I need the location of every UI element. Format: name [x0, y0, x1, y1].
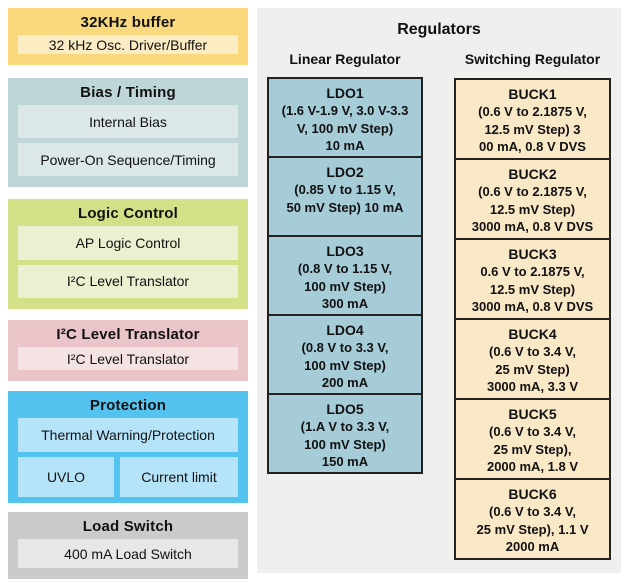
- regulator-specs: 0.6 V to 2.1875 V, 12.5 mV Step) 3000 mA…: [471, 264, 594, 314]
- regulator-block-buck1: BUCK1 (0.6 V to 2.1875 V, 12.5 mV Step) 3…: [454, 78, 611, 160]
- block-i2c-level-translator: I²C Level Translator: [18, 347, 238, 370]
- regulator-block-ldo4: LDO4 (0.8 V to 3.3 V, 100 mV Step) 200 mA: [267, 314, 423, 395]
- group-protection: Protection Thermal Warning/Protection UV…: [8, 391, 248, 503]
- regulator-name: LDO1: [326, 85, 364, 101]
- block-power-on-sequence: Power-On Sequence/Timing: [18, 143, 238, 176]
- regulator-specs: (0.8 V to 3.3 V, 100 mV Step) 200 mA: [301, 340, 389, 390]
- regulator-block-buck3: BUCK3 0.6 V to 2.1875 V, 12.5 mV Step) 30…: [454, 238, 611, 320]
- switching-regulator-header: Switching Regulator: [464, 51, 601, 67]
- regulator-block-ldo3: LDO3 (0.8 V to 1.15 V, 100 mV Step) 300 m…: [267, 235, 423, 316]
- switching-regulator-column: BUCK1 (0.6 V to 2.1875 V, 12.5 mV Step) 3…: [454, 78, 611, 560]
- block-current-limit: Current limit: [120, 457, 238, 497]
- regulator-name: BUCK3: [508, 246, 557, 262]
- block-ap-logic-control: AP Logic Control: [18, 226, 238, 260]
- regulator-name: LDO3: [326, 243, 364, 259]
- regulator-name: BUCK4: [508, 326, 557, 342]
- linear-regulator-header: Linear Regulator: [289, 51, 401, 67]
- regulator-name: LDO2: [326, 164, 364, 180]
- linear-regulator-column: LDO1 (1.6 V-1.9 V, 3.0 V-3.3 V, 100 mV St…: [267, 77, 423, 474]
- group-load-switch: Load Switch 400 mA Load Switch: [8, 512, 248, 579]
- regulator-specs: (1.6 V-1.9 V, 3.0 V-3.3 V, 100 mV Step) …: [281, 103, 409, 153]
- regulator-block-buck5: BUCK5 (0.6 V to 3.4 V, 25 mV Step), 2000 …: [454, 398, 611, 480]
- regulator-specs: (0.8 V to 1.15 V, 100 mV Step) 300 mA: [297, 261, 393, 311]
- group-title-bias-timing: Bias / Timing: [80, 84, 176, 101]
- group-title-32khz-buffer: 32KHz buffer: [80, 14, 176, 31]
- group-i2c-level-translator: I²C Level Translator I²C Level Translato…: [8, 320, 248, 381]
- regulator-name: LDO4: [326, 322, 364, 338]
- regulator-name: BUCK2: [508, 166, 557, 182]
- group-title-protection: Protection: [89, 397, 167, 414]
- regulator-specs: (0.6 V to 2.1875 V, 12.5 mV Step) 3000 m…: [471, 184, 594, 234]
- group-title-i2c-level-translator: I²C Level Translator: [56, 326, 200, 343]
- group-32khz-buffer: 32KHz buffer 32 kHz Osc. Driver/Buffer: [8, 8, 248, 65]
- regulator-specs: (0.6 V to 3.4 V, 25 mV Step), 2000 mA, 1…: [486, 424, 579, 474]
- regulator-block-buck2: BUCK2 (0.6 V to 2.1875 V, 12.5 mV Step) 3…: [454, 158, 611, 240]
- block-400ma-load-switch: 400 mA Load Switch: [18, 539, 238, 568]
- block-internal-bias: Internal Bias: [18, 105, 238, 138]
- regulator-block-ldo1: LDO1 (1.6 V-1.9 V, 3.0 V-3.3 V, 100 mV St…: [267, 77, 423, 158]
- regulator-specs: (0.85 V to 1.15 V, 50 mV Step) 10 mA: [286, 182, 404, 215]
- group-title-logic-control: Logic Control: [77, 205, 179, 222]
- regulator-name: BUCK5: [508, 406, 557, 422]
- block-i2c-level-translator-logic: I²C Level Translator: [18, 264, 238, 298]
- regulators-panel: Regulators Linear Regulator Switching Re…: [257, 8, 621, 573]
- block-thermal-warning-protection: Thermal Warning/Protection: [18, 418, 238, 452]
- block-osc-driver-buffer: 32 kHz Osc. Driver/Buffer: [18, 35, 238, 54]
- regulator-specs: (0.6 V to 2.1875 V, 12.5 mV Step) 3 00 m…: [478, 104, 587, 154]
- group-title-load-switch: Load Switch: [82, 518, 174, 535]
- group-bias-timing: Bias / Timing Internal Bias Power-On Seq…: [8, 78, 248, 187]
- regulator-block-buck6: BUCK6 (0.6 V to 3.4 V, 25 mV Step), 1.1 V…: [454, 478, 611, 560]
- block-uvlo: UVLO: [18, 457, 114, 497]
- group-logic-control: Logic Control AP Logic Control I²C Level…: [8, 199, 248, 309]
- regulator-block-buck4: BUCK4 (0.6 V to 3.4 V, 25 mV Step) 3000 m…: [454, 318, 611, 400]
- regulator-specs: (0.6 V to 3.4 V, 25 mV Step) 3000 mA, 3.…: [486, 344, 579, 394]
- regulator-name: BUCK6: [508, 486, 557, 502]
- regulator-name: LDO5: [326, 401, 364, 417]
- regulator-block-ldo2: LDO2 (0.85 V to 1.15 V, 50 mV Step) 10 mA: [267, 156, 423, 237]
- regulator-specs: (1.A V to 3.3 V, 100 mV Step) 150 mA: [300, 419, 390, 469]
- regulator-block-ldo5: LDO5 (1.A V to 3.3 V, 100 mV Step) 150 mA: [267, 393, 423, 474]
- regulator-specs: (0.6 V to 3.4 V, 25 mV Step), 1.1 V 2000…: [476, 504, 589, 554]
- function-blocks-column: 32KHz buffer 32 kHz Osc. Driver/Buffer B…: [8, 8, 248, 579]
- regulators-title: Regulators: [397, 21, 481, 38]
- regulator-name: BUCK1: [508, 86, 557, 102]
- protection-bottom-row: UVLO Current limit: [18, 457, 238, 497]
